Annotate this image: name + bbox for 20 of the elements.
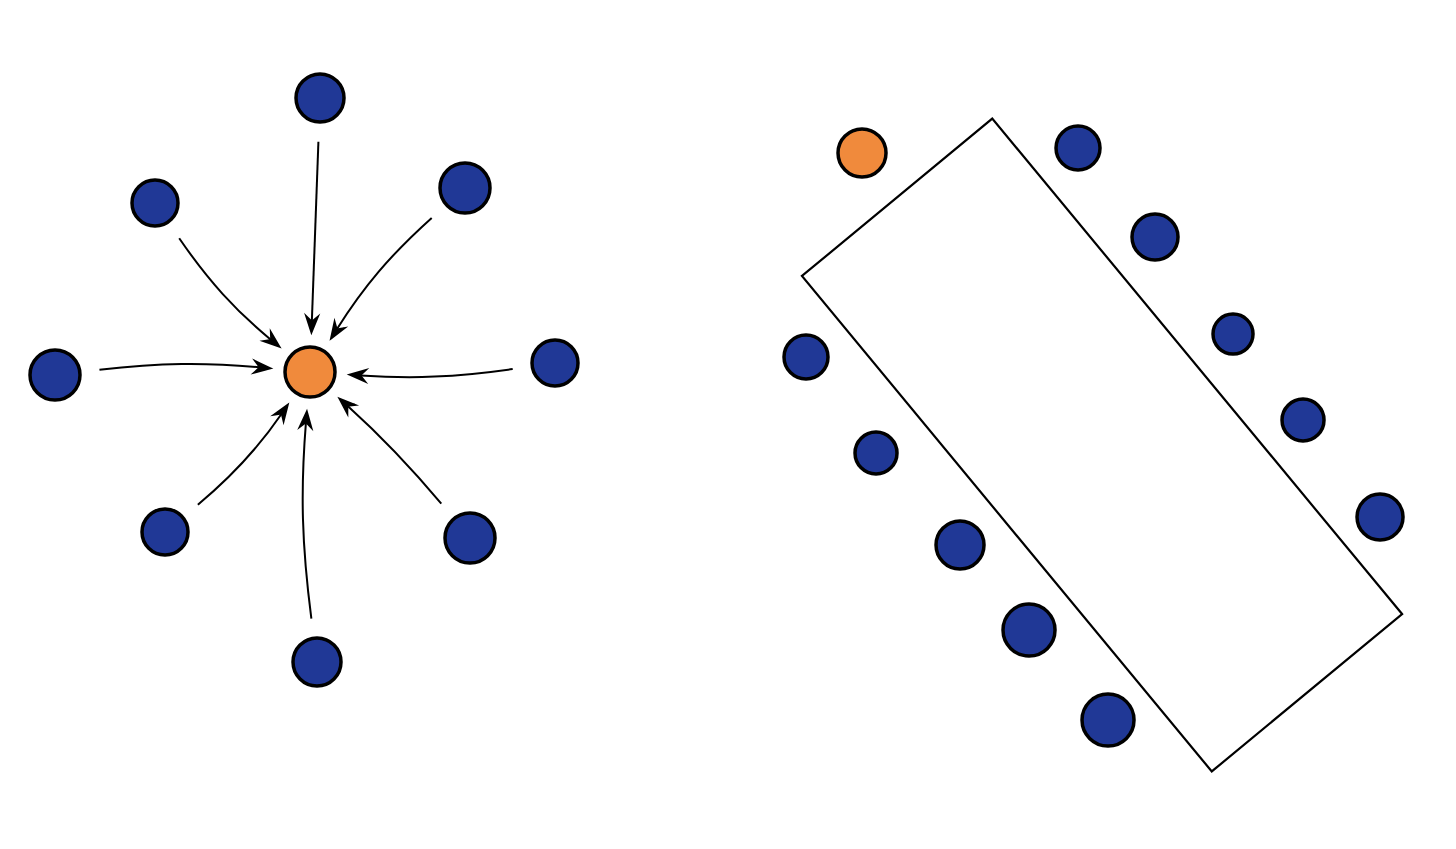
dot <box>1080 692 1136 748</box>
dot <box>294 72 346 124</box>
dot <box>853 430 899 476</box>
dot <box>530 338 580 388</box>
dot <box>1211 312 1255 356</box>
dot <box>140 507 190 557</box>
dot <box>28 348 82 402</box>
dot <box>934 519 986 571</box>
dot <box>130 178 180 228</box>
dot <box>1001 602 1057 658</box>
dot <box>1130 212 1180 262</box>
dot <box>1280 397 1326 443</box>
dot <box>283 345 337 399</box>
dot <box>1054 124 1102 172</box>
dot <box>782 333 830 381</box>
dot <box>443 511 497 565</box>
dot <box>438 161 492 215</box>
dot <box>836 127 888 179</box>
dot <box>1355 492 1405 542</box>
dot <box>291 636 343 688</box>
